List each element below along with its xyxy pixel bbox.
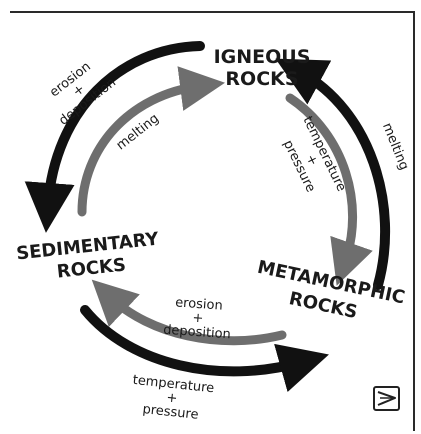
- tp-outer-line3: pressure: [142, 402, 199, 423]
- arrow-metamorphic-to-igneous-outer: [275, 58, 391, 290]
- arrow-igneous-to-metamorphic-inner: [285, 93, 373, 286]
- arrow-metamorphic-to-sedimentary-inner: [91, 279, 287, 346]
- label-melting-outer: melting: [379, 121, 411, 173]
- frame-border-top: [10, 11, 415, 13]
- igneous-rocks-label-line2: ROCKS: [225, 68, 298, 90]
- label-erosion-deposition-inner: erosion + deposition: [163, 295, 232, 343]
- frame-border-right: [413, 11, 415, 431]
- arrow-sedimentary-to-igneous-inner: [77, 66, 225, 217]
- next-arrow-icon[interactable]: [373, 386, 400, 411]
- erosion-inner-line1: erosion: [175, 295, 224, 313]
- arrow-igneous-to-sedimentary-outer: [24, 41, 205, 233]
- label-temp-pressure-outer: temperature + pressure: [132, 373, 215, 423]
- arrow-sedimentary-to-metamorphic-outer: [80, 305, 329, 393]
- erosion-inner-line2: +: [192, 311, 204, 327]
- erosion-inner-line3: deposition: [163, 323, 232, 343]
- igneous-rocks-label-line1: IGNEOUS: [214, 46, 311, 68]
- tp-outer-line2: +: [166, 390, 178, 406]
- label-erosion-deposition-outer: erosion + deposition: [47, 59, 119, 128]
